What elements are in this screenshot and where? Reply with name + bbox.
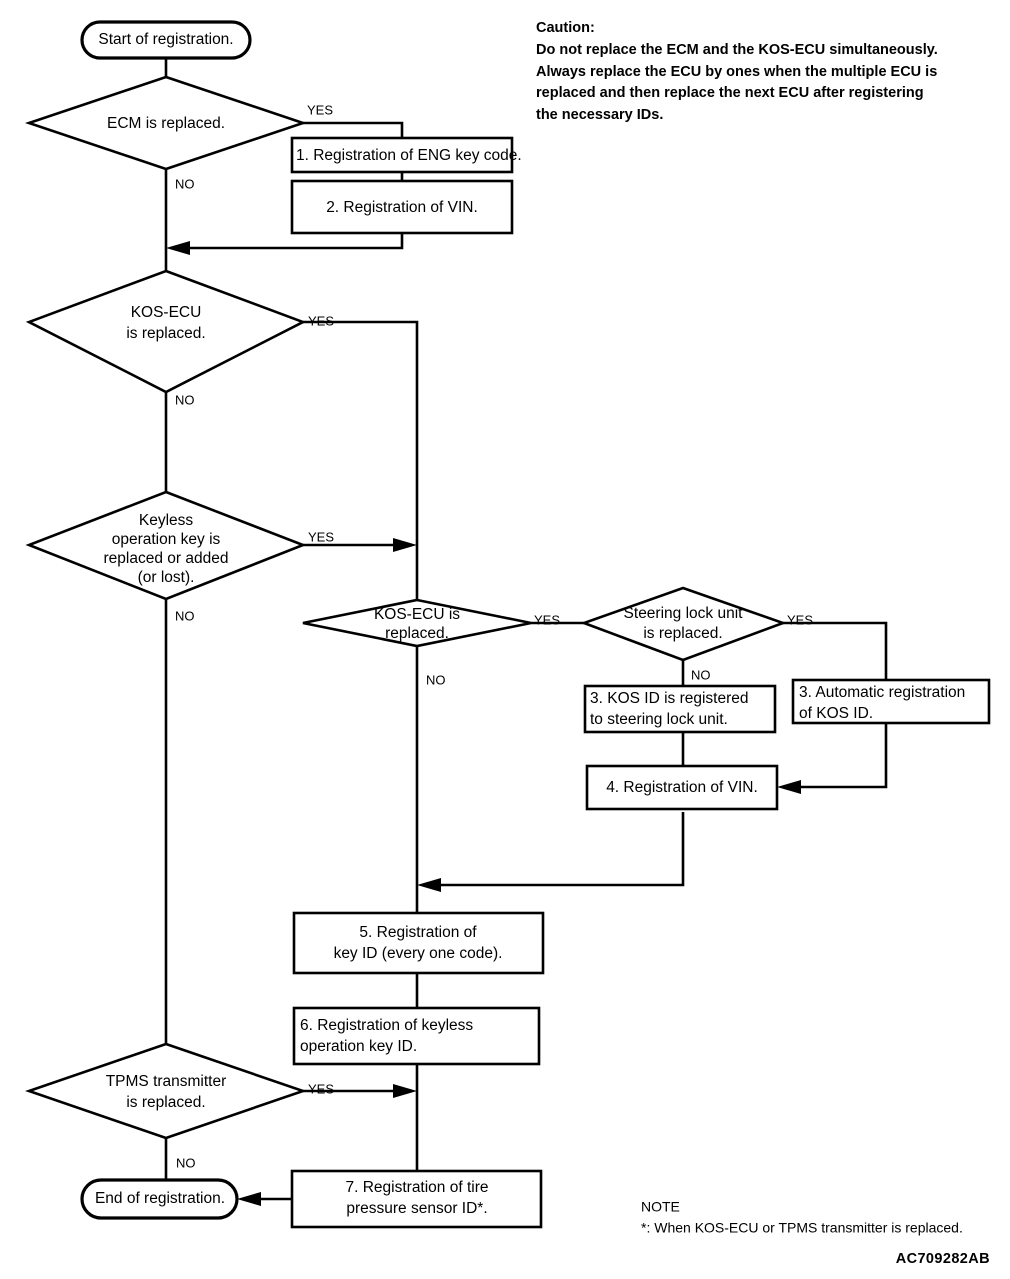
label-process-7-line2: pressure sensor ID*. xyxy=(346,1200,487,1217)
label-process-1: 1. Registration of ENG key code. xyxy=(296,147,522,164)
label-process-5-line2: key ID (every one code). xyxy=(334,945,503,962)
connector-layer xyxy=(164,58,888,1206)
note-block: NOTE *: When KOS-ECU or TPMS transmitter… xyxy=(641,1199,963,1236)
conn-p2-to-trunk xyxy=(176,233,404,250)
label-process-7-line1: 7. Registration of tire xyxy=(345,1179,488,1196)
label-decision-keyless-line2: operation key is xyxy=(112,531,221,548)
node-process-3-kos-id-to-steering-lock[interactable] xyxy=(583,684,777,734)
conn-kosecu1-yes xyxy=(303,320,419,600)
node-process-3-automatic-registration-kos-id[interactable] xyxy=(791,678,991,725)
label-process-4: 4. Registration of VIN. xyxy=(606,779,758,796)
figure-code: AC709282AB xyxy=(896,1251,990,1267)
label-end-of-registration: End of registration. xyxy=(95,1190,225,1207)
label-decision-steering-line1: Steering lock unit xyxy=(624,605,744,622)
caution-line-2: Always replace the ECU by ones when the … xyxy=(536,64,937,80)
label-process-3a-line1: 3. KOS ID is registered xyxy=(590,690,749,707)
label-process-2: 2. Registration of VIN. xyxy=(326,199,478,216)
note-line-1: *: When KOS-ECU or TPMS transmitter is r… xyxy=(641,1220,963,1236)
arrowhead-tpms-yes xyxy=(393,1084,417,1098)
node-decision-keyless-operation-key[interactable] xyxy=(25,490,307,601)
shape-layer xyxy=(24,20,991,1229)
label-process-6-line1: 6. Registration of keyless xyxy=(300,1017,473,1034)
label-decision-kosecu2-line1: KOS-ECU is xyxy=(374,606,460,623)
caution-line-3: replaced and then replace the next ECU a… xyxy=(536,85,924,101)
label-decision-ecm: ECM is replaced. xyxy=(107,115,225,132)
arrowhead-to-end xyxy=(237,1192,261,1206)
caution-line-4: the necessary IDs. xyxy=(536,107,663,123)
label-decision-keyless-line4: (or lost). xyxy=(138,569,195,586)
label-process-3b-line1: 3. Automatic registration xyxy=(799,684,965,701)
branch-label-steering-yes: YES xyxy=(787,612,813,627)
label-start-of-registration: Start of registration. xyxy=(98,31,233,48)
label-process-5-line1: 5. Registration of xyxy=(359,924,477,941)
node-end-of-registration[interactable] xyxy=(80,1178,239,1220)
branch-label-keyless-yes: YES xyxy=(308,529,334,544)
branch-label-ecm-yes: YES xyxy=(307,102,333,117)
branch-label-kosecu1-no: NO xyxy=(175,392,195,407)
node-process-5-registration-key-id[interactable] xyxy=(292,911,545,975)
conn-ecm-yes-right xyxy=(303,121,404,138)
branch-label-tpms-no: NO xyxy=(176,1155,196,1170)
branch-label-ecm-no: NO xyxy=(175,176,195,191)
label-decision-steering-line2: is replaced. xyxy=(643,625,722,642)
branch-label-steering-no: NO xyxy=(691,667,711,682)
label-process-3b-line2: of KOS ID. xyxy=(799,705,873,722)
note-heading: NOTE xyxy=(641,1199,680,1215)
branch-label-tpms-yes: YES xyxy=(308,1081,334,1096)
label-process-3a-line2: to steering lock unit. xyxy=(590,711,728,728)
node-process-6-registration-keyless-key-id[interactable] xyxy=(292,1006,541,1066)
node-process-1-eng-key-code[interactable] xyxy=(290,136,514,174)
branch-label-layer: YES NO YES NO YES NO YES NO YES NO YES N… xyxy=(175,102,813,1170)
node-decision-steering-lock-unit-replaced[interactable] xyxy=(580,586,787,662)
arrowhead-to-p4 xyxy=(777,780,801,794)
arrowhead-keyless-yes xyxy=(393,538,417,552)
node-process-7-registration-tire-pressure-sensor-id[interactable] xyxy=(290,1169,543,1229)
branch-label-kosecu2-yes: YES xyxy=(534,612,560,627)
label-decision-kosecu1-line2: is replaced. xyxy=(126,325,205,342)
node-process-4-registration-of-vin[interactable] xyxy=(585,764,779,811)
label-decision-kosecu1-line1: KOS-ECU xyxy=(131,304,202,321)
node-decision-tpms-transmitter-replaced[interactable] xyxy=(24,1042,308,1140)
node-start-of-registration[interactable] xyxy=(80,20,252,60)
conn-p4-down-to-merge xyxy=(436,812,685,887)
label-decision-keyless-line1: Keyless xyxy=(139,512,194,529)
caution-heading: Caution: xyxy=(536,20,595,36)
caution-line-1: Do not replace the ECM and the KOS-ECU s… xyxy=(536,42,938,58)
label-decision-keyless-line3: replaced or added xyxy=(104,550,229,567)
node-decision-kos-ecu-replaced-1[interactable] xyxy=(25,269,307,394)
arrowhead-merge-trunk2 xyxy=(417,878,441,892)
label-decision-tpms-line2: is replaced. xyxy=(126,1094,205,1111)
arrowhead-to-trunk-ecm xyxy=(166,241,190,255)
branch-label-kosecu1-yes: YES xyxy=(308,313,334,328)
node-text-layer: Start of registration. ECM is replaced. … xyxy=(95,31,965,1217)
branch-label-kosecu2-no: NO xyxy=(426,672,446,687)
label-process-6-line2: operation key ID. xyxy=(300,1038,417,1055)
branch-label-keyless-no: NO xyxy=(175,608,195,623)
caution-block: Caution: Do not replace the ECM and the … xyxy=(536,20,938,123)
label-decision-kosecu2-line2: replaced. xyxy=(385,625,449,642)
node-decision-kos-ecu-replaced-2[interactable] xyxy=(302,598,532,648)
node-decision-ecm-replaced[interactable] xyxy=(24,75,308,171)
label-decision-tpms-line1: TPMS transmitter xyxy=(106,1073,227,1090)
node-process-2-registration-of-vin[interactable] xyxy=(290,179,514,235)
